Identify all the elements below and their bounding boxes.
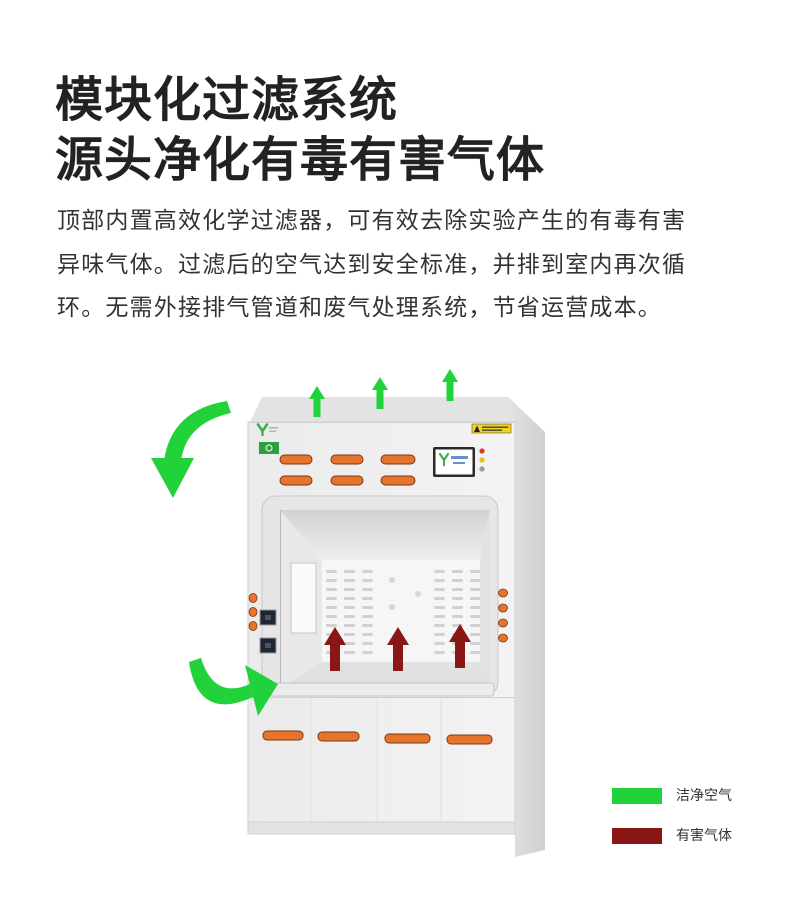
- intake-arrow-shaft: [189, 658, 253, 705]
- warning-label: [471, 423, 512, 434]
- description-paragraph: 顶部内置高效化学过滤器，可有效去除实验产生的有毒有害 异味气体。过滤后的空气达到…: [57, 200, 686, 331]
- power-sockets: [259, 609, 277, 654]
- certification-badge: [259, 442, 279, 454]
- warning-triangle-icon: [474, 425, 480, 432]
- perforation-hole: [415, 591, 421, 597]
- description-line-2: 异味气体。过滤后的空气达到安全标准，并排到室内再次循: [57, 251, 687, 278]
- control-display-panel: [433, 447, 475, 477]
- left-column-indicators: [248, 593, 258, 631]
- clean-air-flow: [151, 369, 458, 716]
- door-handle: [446, 734, 493, 745]
- chamber-ceiling: [280, 510, 490, 560]
- indicator-lights: [479, 448, 485, 472]
- perforation-hole: [389, 577, 395, 583]
- orange-port: [498, 603, 508, 613]
- vent-slot: [380, 454, 416, 465]
- vent-slot: [279, 475, 313, 486]
- cabinet-base: [247, 821, 516, 835]
- intake-arrow-head: [245, 665, 278, 716]
- perforation-hole: [389, 604, 395, 610]
- indicator-light-red: [479, 448, 485, 454]
- vent-slot: [330, 454, 364, 465]
- page-title: 模块化过滤系统 源头净化有毒有害气体: [55, 70, 545, 190]
- vent-slot: [380, 475, 416, 486]
- door-handle: [262, 730, 304, 741]
- title-line-1: 模块化过滤系统: [55, 72, 399, 128]
- legend-swatch-clean-air: [612, 788, 662, 804]
- lower-storage-cabinet: [247, 697, 516, 835]
- fume-hood-illustration: [151, 369, 545, 857]
- clean-air-outlet-arrow: [309, 386, 325, 417]
- orange-port: [248, 607, 258, 617]
- title-line-2: 源头净化有毒有害气体: [55, 132, 546, 188]
- legend-swatch-harmful-gas: [612, 828, 662, 844]
- orange-port: [248, 621, 258, 631]
- side-window-panel: [290, 562, 317, 634]
- recirculation-arrow-shaft: [164, 401, 231, 461]
- legend-label-clean-air: 洁净空气: [676, 788, 732, 804]
- orange-port: [498, 588, 508, 598]
- door-handle: [384, 733, 431, 744]
- legend-label-harmful-gas: 有害气体: [676, 828, 732, 844]
- harmful-gas-arrow: [387, 627, 409, 671]
- orange-port: [498, 633, 508, 643]
- top-vent-slots: [279, 454, 416, 486]
- fume-hood-cabinet: [247, 397, 545, 857]
- recirculation-arrow-head: [151, 458, 194, 498]
- vent-slot: [330, 475, 364, 486]
- description-line-1: 顶部内置高效化学过滤器，可有效去除实验产生的有毒有害: [57, 208, 687, 234]
- orange-port: [248, 593, 258, 603]
- clean-air-outlet-arrow: [372, 377, 388, 409]
- worktop-airfoil: [269, 682, 495, 697]
- indicator-light-gray: [479, 466, 485, 472]
- description-line-3: 环。无需外接排气管道和废气处理系统，节省运营成本。: [57, 295, 662, 321]
- chamber-right-wall: [480, 510, 490, 688]
- harmful-gas-flow: [324, 624, 471, 671]
- clean-air-outlet-arrow: [442, 369, 458, 401]
- right-column-indicators: [498, 588, 508, 643]
- harmful-gas-arrow: [449, 624, 471, 668]
- door-handle: [317, 731, 360, 742]
- harmful-gas-arrow: [324, 627, 346, 671]
- orange-port: [498, 618, 508, 628]
- brand-logo: [256, 423, 278, 436]
- indicator-light-yellow: [479, 457, 485, 463]
- vent-slot: [279, 454, 313, 465]
- cabinet-side-panel: [508, 397, 545, 857]
- display-logo-icon: [438, 452, 450, 466]
